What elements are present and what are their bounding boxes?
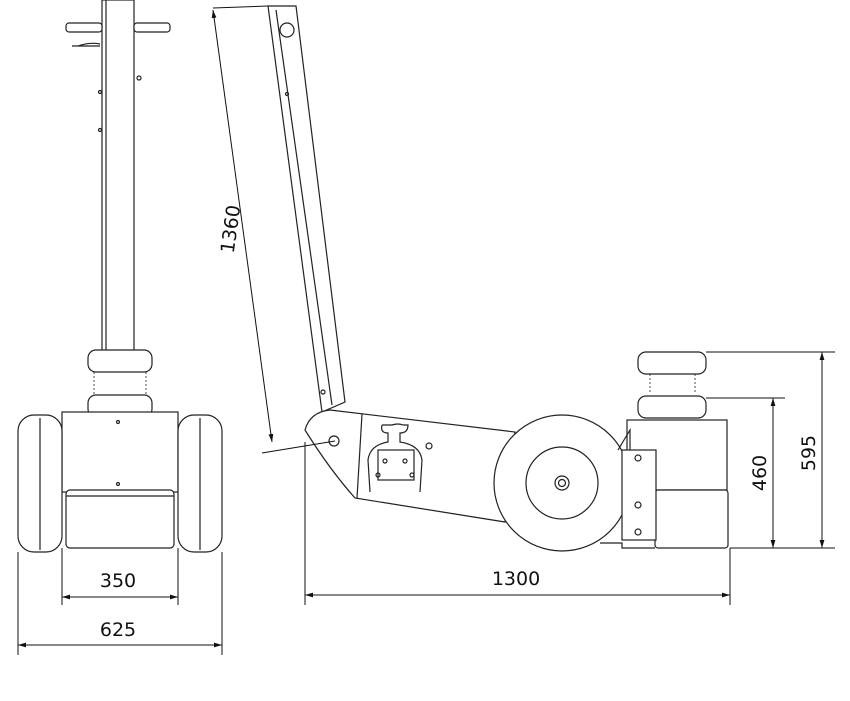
side-view: 1360 1300 460 595	[211, 5, 835, 605]
handle-grip-left	[65, 22, 103, 33]
dimension-595-label: 595	[798, 435, 820, 471]
side-ram	[637, 395, 707, 419]
body-upper	[61, 411, 179, 493]
dimension-1360-label: 1360	[217, 204, 246, 255]
side-body-lower	[654, 489, 729, 549]
side-saddle-cap	[637, 351, 707, 375]
handle-grip-end	[279, 22, 295, 38]
side-handle	[267, 5, 346, 413]
handle-grip-right	[133, 22, 171, 33]
rear-wheel	[493, 414, 631, 552]
lift-arm	[304, 409, 516, 523]
dimension-625-label: 625	[100, 619, 136, 641]
body-lower	[65, 489, 175, 549]
side-plate	[621, 449, 657, 541]
dimension-460-label: 460	[749, 455, 771, 491]
front-view: 350 625	[17, 0, 223, 655]
dimension-1300-label: 1300	[492, 568, 540, 590]
handle-column	[101, 0, 135, 353]
dimension-line-1360	[211, 9, 274, 443]
saddle-cap	[87, 349, 153, 373]
dimension-350-label: 350	[100, 570, 136, 592]
